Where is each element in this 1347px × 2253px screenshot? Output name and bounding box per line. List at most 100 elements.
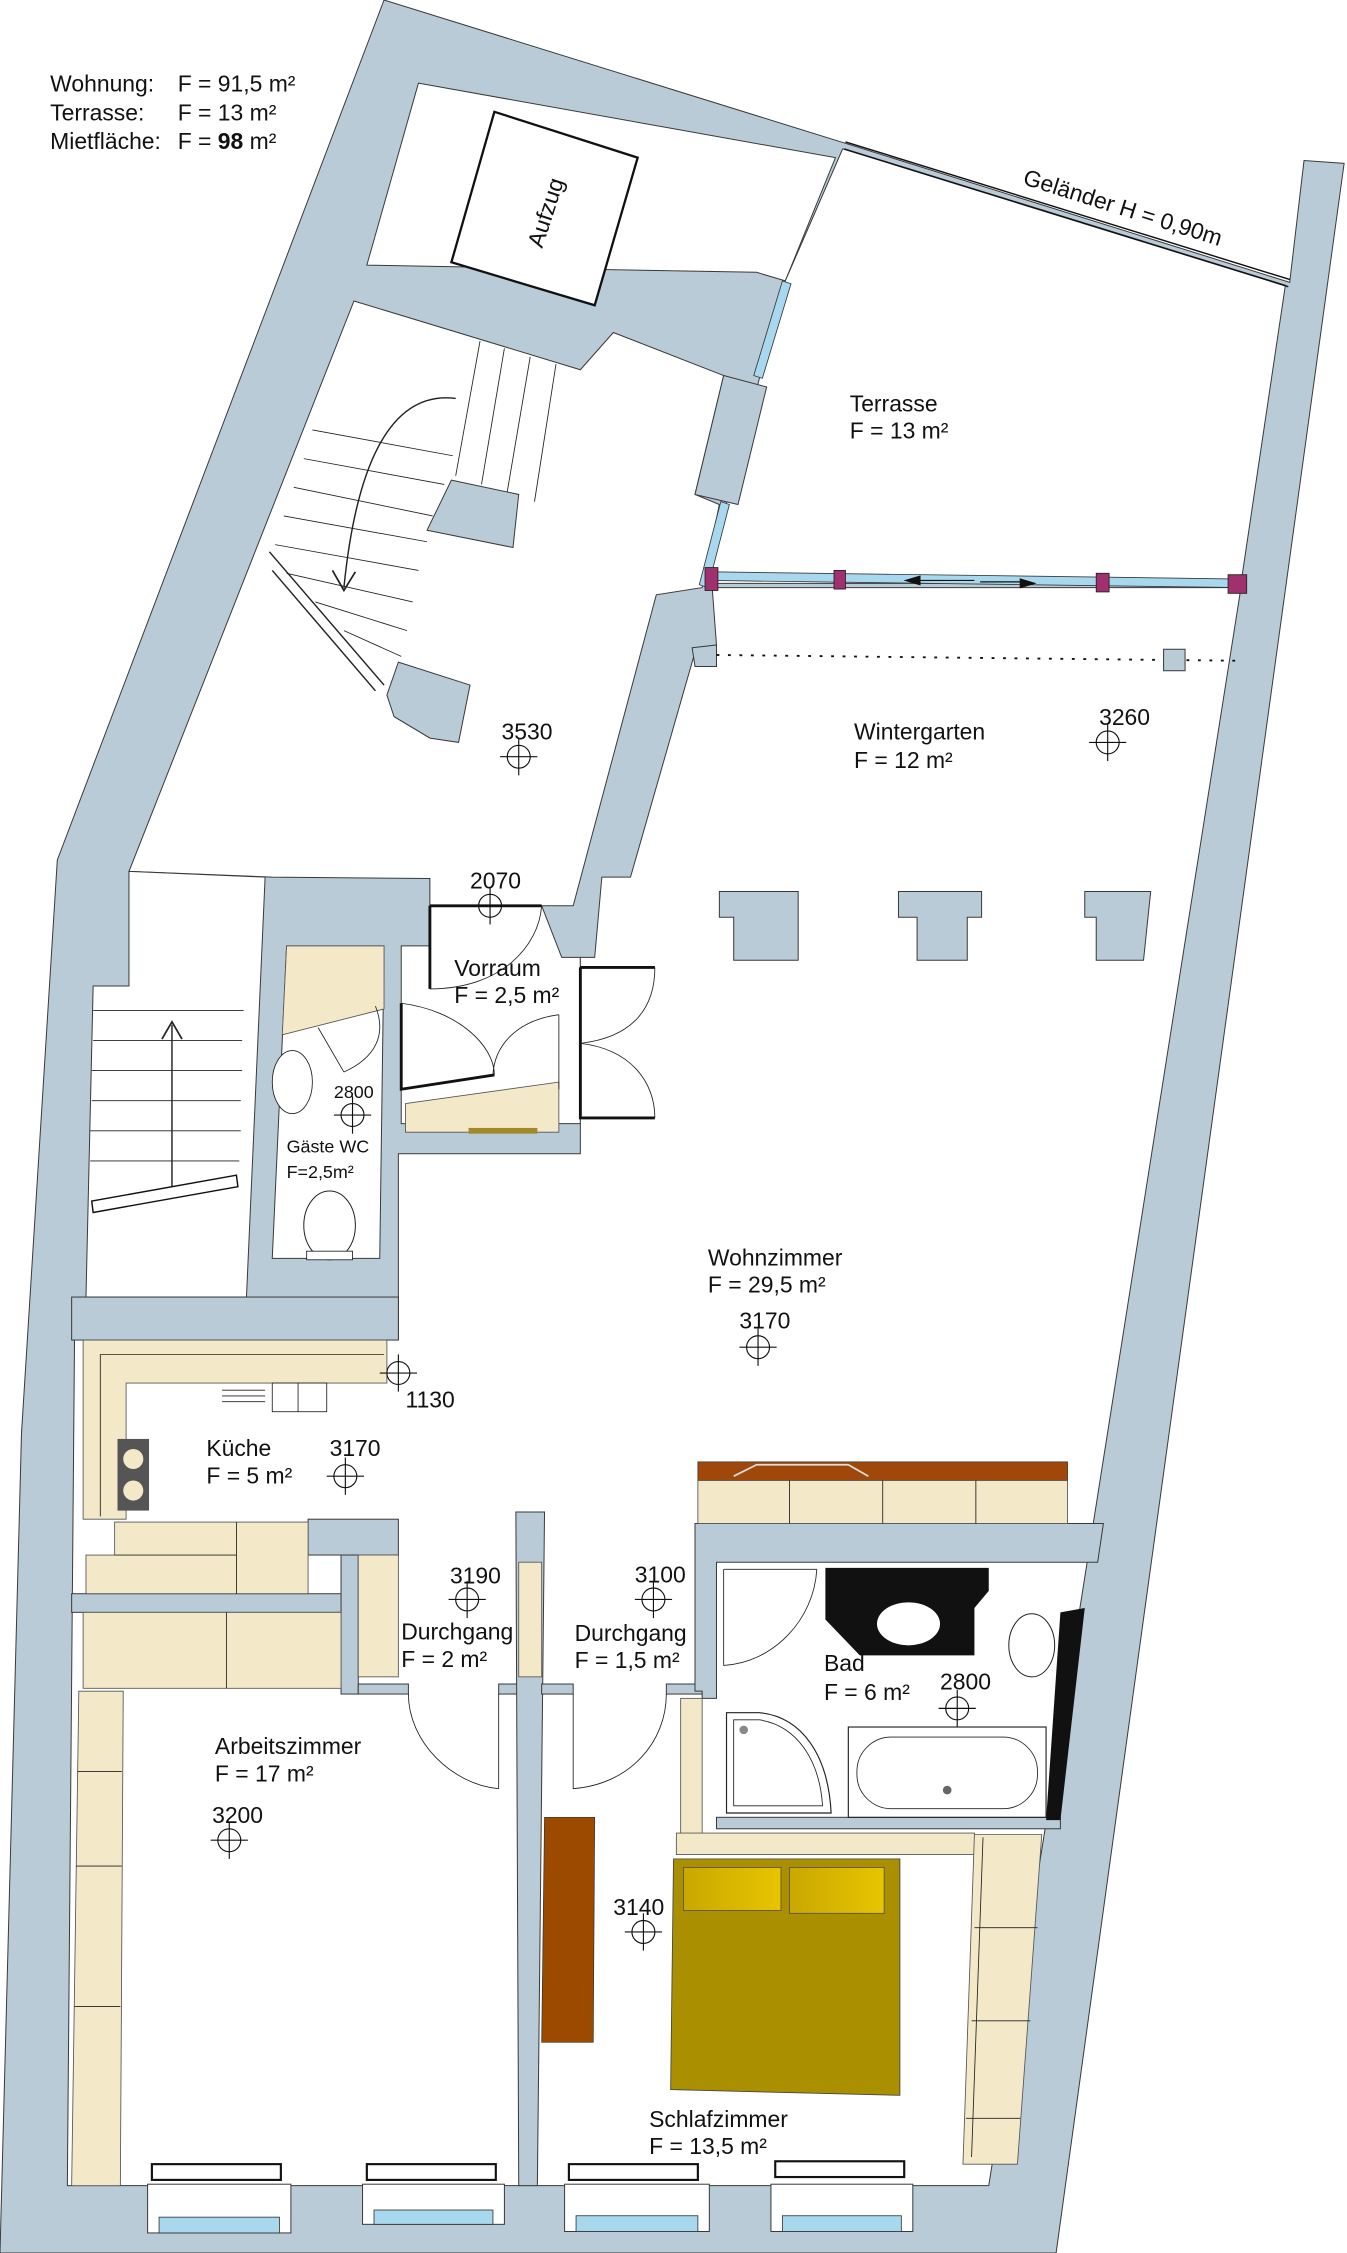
height-schlafzimmer: 3140 [613,1894,664,1920]
door-swing [407,1694,500,1790]
toilet-icon [303,1190,356,1261]
cabinet [357,1554,399,1678]
sideboard-dividers [789,1480,977,1524]
height-marker-icon [624,1913,663,1951]
summary-mietflaeche: F = 98 m² [178,128,277,154]
glass-post [833,569,846,590]
summary-terrasse-value: F = 13 m² [178,99,277,125]
room-area-bad: F = 6 m² [824,1679,910,1705]
vorraum-inner-door [399,1003,495,1091]
room-area-vorraum: F = 2,5 m² [454,982,559,1008]
room-area-gaeste-wc: F=2,5m² [287,1162,354,1182]
glass-post [704,567,719,591]
room-name-arbeitszimmer: Arbeitszimmer [215,1733,362,1759]
height-marker-icon [739,1328,777,1366]
summary-wohnung-label: Wohnung: [50,71,154,97]
height-marker-icon [500,738,538,776]
window-glass [781,2215,902,2232]
bath-sink-icon [876,1602,941,1646]
bath-door [723,1568,818,1666]
wall [541,1683,574,1695]
sliding-arrow-icon [903,575,1037,589]
window-sill [774,2160,906,2179]
shower-inner [733,1719,823,1807]
shower-drain [739,1725,749,1735]
glass-post [1227,574,1248,594]
summary-terrasse-label: Terrasse: [50,99,144,125]
vorraum-cabinet [405,1081,560,1133]
glass-post [1095,572,1110,593]
window-sill [567,2163,699,2181]
door-swing [572,1694,667,1790]
railing [845,141,1290,281]
height-flur: 3530 [502,719,553,745]
height-marker-icon [326,1457,364,1495]
height-arbeitszimmer: 3200 [212,1802,263,1828]
wall [340,1554,359,1695]
toilet-tank [306,1250,353,1261]
shower-tray-icon [725,1712,832,1814]
window-sill [365,2163,497,2181]
summary-mietflaeche-label: Mietfläche: [50,128,161,154]
cabinet-column [71,1690,124,2187]
wardrobe-right [962,1834,1043,2165]
height-bad: 2800 [940,1669,991,1695]
window-glass [158,2216,280,2234]
pillow [789,1867,885,1914]
window-sill [150,2163,282,2181]
room-name-gaeste-wc: Gäste WC [287,1136,370,1156]
mietflaeche-prefix: F = [178,128,218,154]
room-flur [128,300,725,907]
elevator-shaft [449,110,640,307]
height-marker-icon [448,1580,486,1619]
height-gaeste-wc: 2800 [334,1082,374,1102]
shoe-bar [468,1127,538,1134]
room-name-durchgang-2: Durchgang [575,1620,687,1646]
height-marker-icon [634,1580,673,1619]
upper-staircase [268,341,557,692]
wardrobe-left [541,1816,596,2043]
bath-toilet-icon [1008,1613,1056,1678]
window-glass [575,2215,699,2232]
lower-staircase [90,1009,244,1214]
wall [694,1522,1104,1699]
wall [498,1683,520,1695]
height-wintergarten: 3260 [1099,704,1150,730]
room-area-schlafzimmer: F = 13,5 m² [649,2133,767,2159]
mietflaeche-unit: m² [243,128,276,154]
kitchen-counter [82,1339,388,1520]
window-glass [373,2209,494,2225]
height-kueche-nische: 1130 [406,1386,455,1412]
room-name-vorraum: Vorraum [454,955,541,981]
height-wohnzimmer: 3170 [739,1308,790,1334]
drainboard [222,1389,266,1403]
height-marker-icon [379,1354,417,1392]
wall [691,644,717,667]
room-name-wohnzimmer: Wohnzimmer [708,1245,843,1271]
wc-door [317,1005,381,1073]
wall [386,661,471,743]
wall [694,374,768,506]
window-glass [753,280,792,379]
wc-sink-icon [271,1050,313,1115]
cabinet [680,1697,703,1835]
cabinet [518,1561,543,1678]
room-area-arbeitszimmer: F = 17 m² [215,1760,314,1786]
tv-icon [733,1463,869,1477]
bath-wall-dark [1046,1608,1085,1821]
kitchen-lower-counter [85,1521,309,1595]
room-name-durchgang-1: Durchgang [401,1619,513,1645]
wardrobe-dividers [965,1837,1038,2157]
railing [843,148,1289,288]
column [1163,648,1186,672]
room-name-bad: Bad [824,1650,865,1676]
bed [670,1858,901,2096]
kitchen-sink-icon [271,1382,328,1413]
height-marker-icon [1089,723,1127,762]
stove-burner [123,1448,144,1470]
room-area-wohnzimmer: F = 29,5 m² [708,1272,826,1298]
room-area-durchgang-2: F = 1,5 m² [575,1647,680,1673]
wall [426,479,520,549]
wall-pillar [1084,890,1152,961]
stove-burner [123,1480,144,1501]
